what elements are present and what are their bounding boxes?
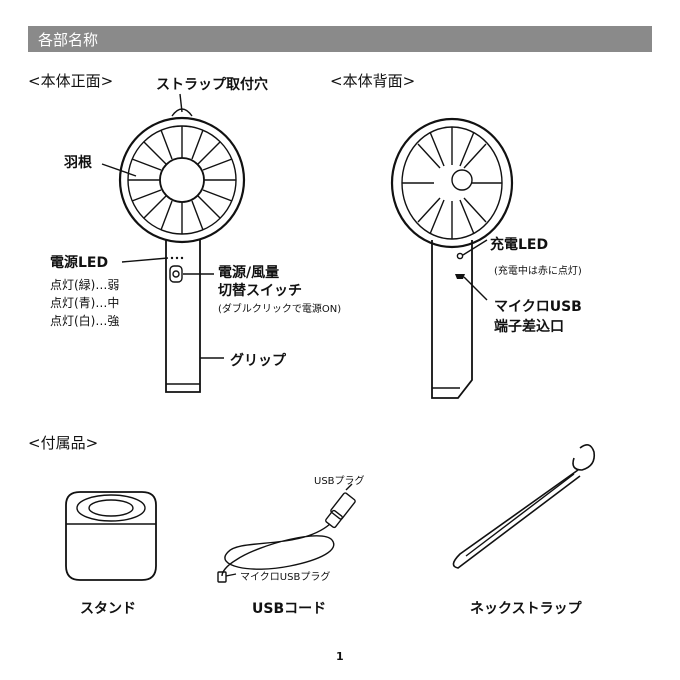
front-view-label: <本体正面> <box>28 70 113 91</box>
page-number: 1 <box>336 650 344 663</box>
led-white-label: 点灯(白)…強 <box>50 312 119 329</box>
accessories-label: <付属品> <box>28 432 98 453</box>
front-fan-illustration <box>102 94 244 392</box>
neck-strap-label: ネックストラップ <box>470 598 582 618</box>
micro-usb-label-line1: マイクロUSB <box>494 296 582 316</box>
stand-label: スタンド <box>80 598 136 618</box>
usb-plug-label: USBプラグ <box>314 472 365 487</box>
switch-label-line1: 電源/風量 <box>218 262 279 282</box>
stand-illustration <box>66 492 156 580</box>
neck-strap-illustration <box>453 445 594 568</box>
strap-hole-label: ストラップ取付穴 <box>156 74 268 94</box>
micro-usb-plug-label: マイクロUSBプラグ <box>240 568 330 583</box>
switch-note: (ダブルクリックで電源ON) <box>218 300 341 315</box>
led-green-label: 点灯(緑)…弱 <box>50 276 119 293</box>
charge-note: (充電中は赤に点灯) <box>494 262 582 277</box>
blade-label: 羽根 <box>64 152 92 172</box>
charge-led-label: 充電LED <box>490 234 548 254</box>
led-blue-label: 点灯(青)…中 <box>50 294 119 311</box>
grip-label: グリップ <box>230 350 286 370</box>
back-view-label: <本体背面> <box>330 70 415 91</box>
micro-usb-label-line2: 端子差込口 <box>494 316 564 336</box>
back-fan-illustration <box>392 119 512 398</box>
switch-label-line2: 切替スイッチ <box>218 280 302 300</box>
power-led-label: 電源LED <box>50 252 108 272</box>
usb-cord-label: USBコード <box>252 598 326 618</box>
